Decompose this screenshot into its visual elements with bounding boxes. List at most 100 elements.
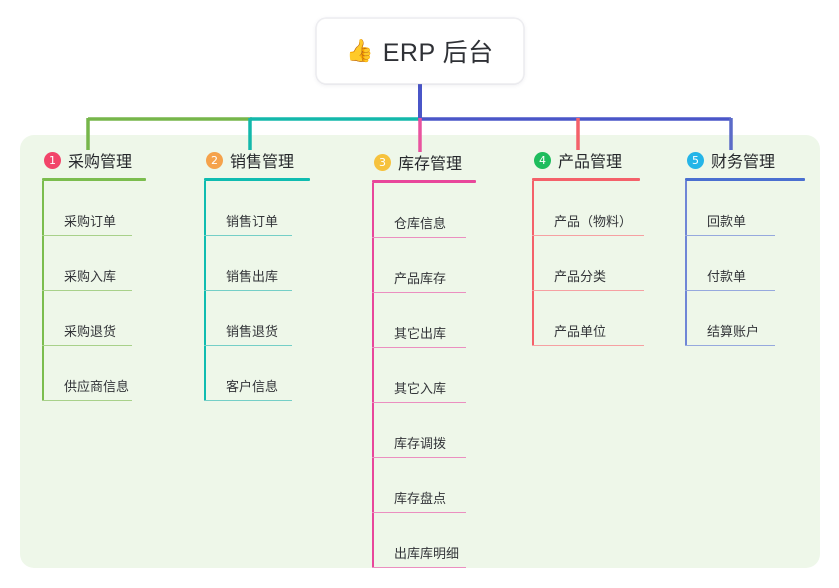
list-item-rule <box>685 344 775 346</box>
column-1: 1 采购管理采购订单采购入库采购退货供应商信息 <box>42 148 146 401</box>
list-item[interactable]: 供应商信息 <box>42 346 146 401</box>
list-item-label: 回款单 <box>707 214 747 229</box>
column-items: 采购订单采购入库采购退货供应商信息 <box>42 181 146 401</box>
column-header-4[interactable]: 4 产品管理 <box>532 148 640 172</box>
list-item-rule <box>685 234 775 236</box>
list-item-label: 采购退货 <box>64 324 117 339</box>
list-item-label: 销售订单 <box>226 214 279 229</box>
list-item[interactable]: 产品库存 <box>372 238 476 293</box>
list-item-label: 结算账户 <box>707 324 760 339</box>
list-item[interactable]: 采购订单 <box>42 181 146 236</box>
list-item-label: 销售出库 <box>226 269 279 284</box>
list-item[interactable]: 销售退货 <box>204 291 310 346</box>
column-header-rule <box>42 178 146 181</box>
list-item[interactable]: 产品单位 <box>532 291 644 346</box>
list-item[interactable]: 其它出库 <box>372 293 476 348</box>
column-title: 财务管理 <box>711 154 776 171</box>
list-item-label: 产品分类 <box>554 269 607 284</box>
column-number-badge: 1 <box>44 151 61 169</box>
list-item-label: 付款单 <box>707 269 747 284</box>
list-item-label: 供应商信息 <box>64 379 130 394</box>
list-item-rule <box>204 344 292 346</box>
list-item[interactable]: 结算账户 <box>685 291 805 346</box>
list-item-rule <box>42 289 132 291</box>
list-item-label: 采购入库 <box>64 269 117 284</box>
list-item-rule <box>42 234 132 236</box>
column-items: 回款单付款单结算账户 <box>685 181 805 346</box>
list-item[interactable]: 客户信息 <box>204 346 310 401</box>
column-rail <box>204 181 206 401</box>
column-rail <box>532 181 534 346</box>
column-header-1[interactable]: 1 采购管理 <box>42 148 146 172</box>
column-title: 产品管理 <box>558 154 623 171</box>
list-item-rule <box>42 399 132 401</box>
column-header-2[interactable]: 2 销售管理 <box>204 148 310 172</box>
column-number-badge: 2 <box>206 151 223 169</box>
column-header-rule <box>372 180 476 183</box>
root-title: ERP 后台 <box>382 39 494 67</box>
list-item-rule <box>532 289 644 291</box>
column-title: 销售管理 <box>230 154 295 171</box>
column-header-5[interactable]: 5 财务管理 <box>685 148 805 172</box>
list-item[interactable]: 产品（物料） <box>532 181 644 236</box>
column-2: 2 销售管理销售订单销售出库销售退货客户信息 <box>204 148 310 401</box>
list-item-rule <box>204 399 292 401</box>
list-item[interactable]: 产品分类 <box>532 236 644 291</box>
list-item-rule <box>372 236 466 238</box>
list-item[interactable]: 库存调拨 <box>372 403 476 458</box>
column-number-badge: 3 <box>374 153 391 171</box>
root-node-content: 👍 ERP 后台 <box>346 33 493 69</box>
list-item[interactable]: 销售订单 <box>204 181 310 236</box>
list-item-label: 采购订单 <box>64 214 117 229</box>
column-header-rule <box>532 178 640 181</box>
list-item[interactable]: 销售出库 <box>204 236 310 291</box>
list-item-rule <box>204 234 292 236</box>
list-item[interactable]: 采购退货 <box>42 291 146 346</box>
column-rail <box>372 183 374 568</box>
list-item-rule <box>204 289 292 291</box>
column-items: 销售订单销售出库销售退货客户信息 <box>204 181 310 401</box>
thumbs-up-icon: 👍 <box>346 38 374 63</box>
list-item-rule <box>372 401 466 403</box>
list-item-rule <box>532 234 644 236</box>
column-title: 库存管理 <box>398 156 463 173</box>
list-item[interactable]: 回款单 <box>685 181 805 236</box>
list-item-label: 仓库信息 <box>394 216 447 231</box>
list-item[interactable]: 付款单 <box>685 236 805 291</box>
list-item-rule <box>685 289 775 291</box>
column-4: 4 产品管理产品（物料） 产品分类产品单位 <box>532 148 644 346</box>
column-items: 仓库信息产品库存其它出库其它入库库存调拨库存盘点出库库明细 <box>372 183 476 568</box>
column-number-badge: 4 <box>534 151 551 169</box>
list-item-rule <box>372 566 466 568</box>
list-item[interactable]: 库存盘点 <box>372 458 476 513</box>
list-item-rule <box>372 511 466 513</box>
list-item-label: 客户信息 <box>226 379 279 394</box>
list-item-rule <box>42 344 132 346</box>
list-item-rule <box>372 456 466 458</box>
list-item-label: 产品库存 <box>394 271 447 286</box>
list-item[interactable]: 仓库信息 <box>372 183 476 238</box>
column-number-badge: 5 <box>687 151 704 169</box>
list-item-label: 产品单位 <box>554 324 607 339</box>
column-title: 采购管理 <box>68 154 133 171</box>
column-5: 5 财务管理回款单付款单结算账户 <box>685 148 805 346</box>
list-item-label: 销售退货 <box>226 324 279 339</box>
list-item-label: 其它入库 <box>394 381 447 396</box>
list-item-label: 产品（物料） <box>554 214 633 229</box>
list-item[interactable]: 其它入库 <box>372 348 476 403</box>
list-item-rule <box>532 344 644 346</box>
column-header-rule <box>685 178 805 181</box>
list-item-label: 其它出库 <box>394 326 447 341</box>
root-node[interactable]: 👍 ERP 后台 <box>316 18 524 84</box>
list-item-label: 库存调拨 <box>394 436 447 451</box>
column-3: 3 库存管理仓库信息产品库存其它出库其它入库库存调拨库存盘点出库库明细 <box>372 150 476 568</box>
list-item-rule <box>372 346 466 348</box>
column-header-3[interactable]: 3 库存管理 <box>372 150 476 174</box>
list-item[interactable]: 采购入库 <box>42 236 146 291</box>
list-item-label: 出库库明细 <box>394 546 460 561</box>
list-item-rule <box>372 291 466 293</box>
list-item-label: 库存盘点 <box>394 491 447 506</box>
list-item[interactable]: 出库库明细 <box>372 513 476 568</box>
column-header-rule <box>204 178 310 181</box>
column-rail <box>685 181 687 346</box>
